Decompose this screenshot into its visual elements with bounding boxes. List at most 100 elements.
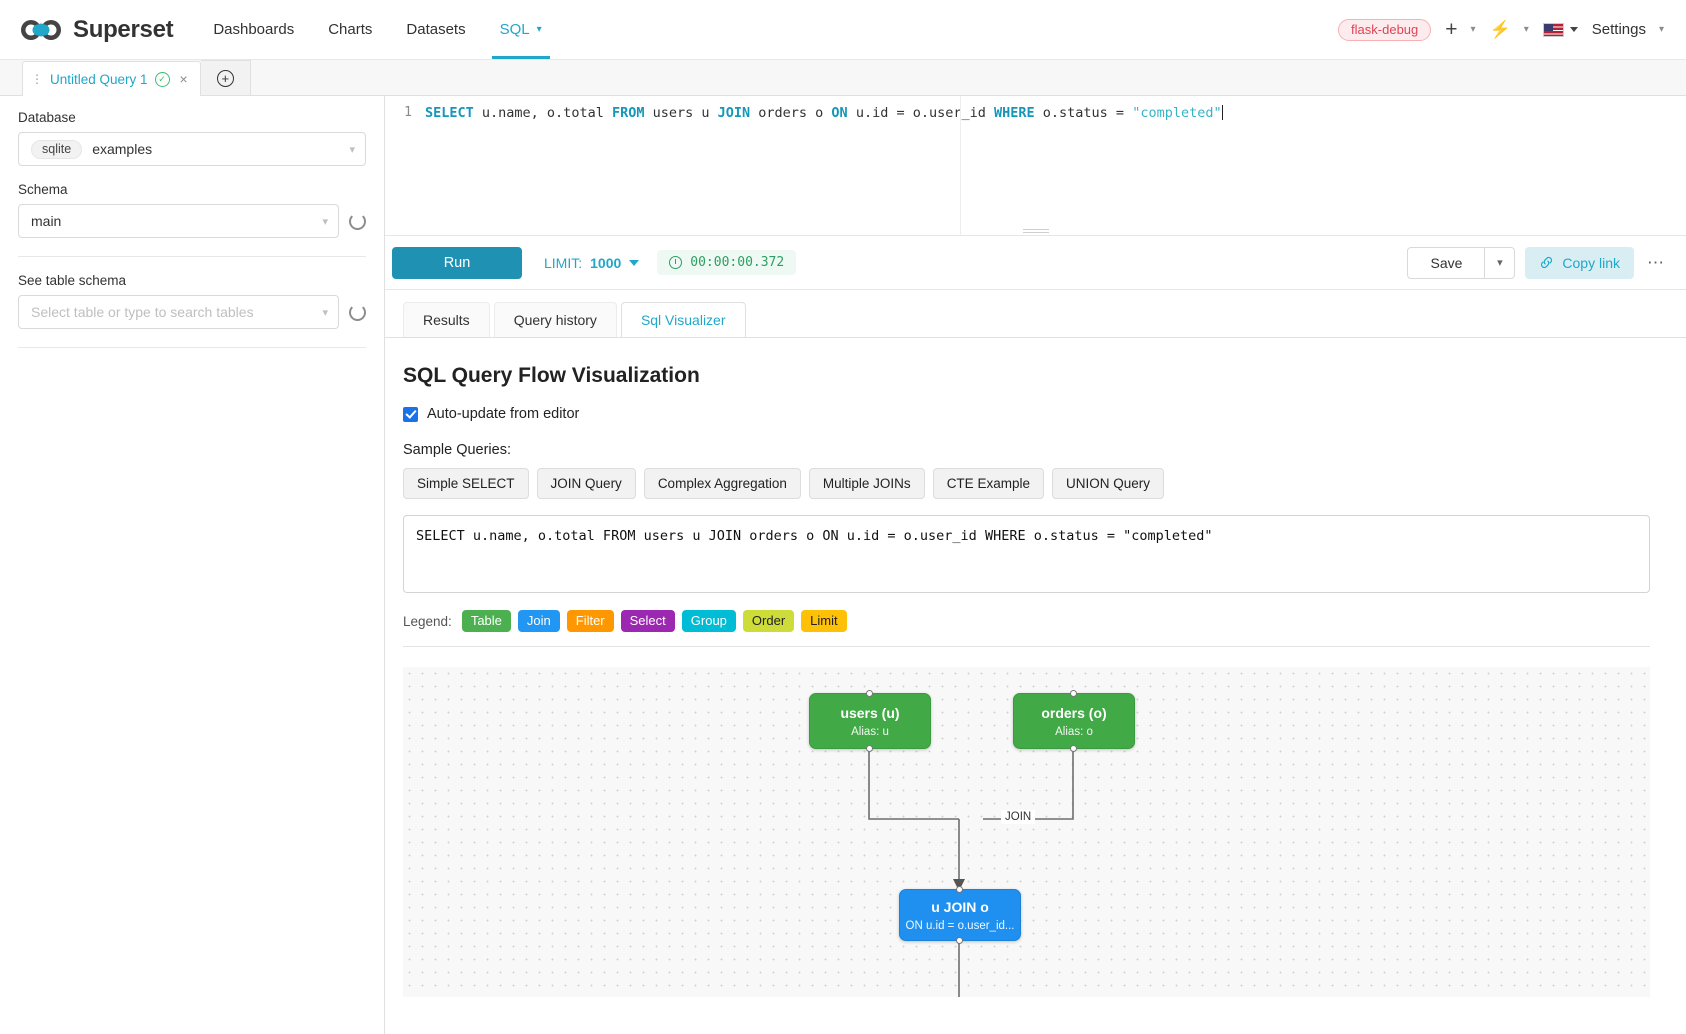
link-icon: [1541, 256, 1553, 269]
editor-resize-handle[interactable]: [1022, 229, 1049, 233]
sql-editor[interactable]: 1 SELECT u.name, o.total FROM users u JO…: [385, 96, 1686, 236]
close-icon[interactable]: ×: [179, 71, 188, 87]
sample-queries-label: Sample Queries:: [403, 442, 511, 458]
editor-code[interactable]: SELECT u.name, o.total FROM users u JOIN…: [419, 96, 1686, 235]
refresh-schema-icon[interactable]: [349, 212, 366, 230]
node-port-top: [1070, 690, 1077, 697]
chevron-down-icon: ▾: [1523, 24, 1529, 35]
table-schema-field: See table schema Select table or type to…: [18, 273, 366, 329]
chevron-down-icon: ▾: [349, 143, 355, 156]
graph-node-users[interactable]: users (u) Alias: u: [809, 690, 931, 752]
language-picker[interactable]: [1542, 22, 1578, 37]
auto-update-row: Auto-update from editor: [403, 406, 1650, 422]
query-tab-label: Untitled Query 1: [50, 71, 148, 87]
chevron-down-icon: ▾: [322, 306, 328, 319]
copy-link-button[interactable]: Copy link: [1525, 246, 1634, 279]
auto-update-label: Auto-update from editor: [427, 406, 580, 422]
bolt-icon: ⚡: [1489, 20, 1511, 39]
sample-query-buttons: Simple SELECT JOIN Query Complex Aggrega…: [403, 468, 1650, 499]
result-tabs: Results Query history Sql Visualizer: [385, 290, 1686, 338]
sample-button-complex-aggregation[interactable]: Complex Aggregation: [643, 468, 801, 499]
legend-chip-select: Select: [620, 610, 675, 632]
legend-chip-table: Table: [461, 610, 511, 632]
nav-link-dashboards[interactable]: Dashboards: [213, 0, 294, 59]
drag-dots-icon[interactable]: ⋮: [31, 72, 43, 86]
sample-button-cte-example[interactable]: CTE Example: [932, 468, 1044, 499]
graph-node-join[interactable]: u JOIN o ON u.id = o.user_id...: [899, 886, 1021, 944]
chevron-down-icon: ▾: [322, 215, 328, 228]
main-split: Database sqlite examples ▾ Schema main ▾…: [0, 96, 1686, 1034]
right-editor-panel: 1 SELECT u.name, o.total FROM users u JO…: [385, 96, 1686, 1034]
graph-node-orders[interactable]: orders (o) Alias: o: [1013, 690, 1135, 752]
node-subtitle: Alias: o: [1055, 725, 1093, 738]
chevron-down-icon: ▾: [536, 24, 542, 35]
node-port-bottom: [956, 937, 963, 944]
nav-label: Dashboards: [213, 21, 295, 38]
settings-label: Settings: [1591, 21, 1646, 38]
schema-field: Schema main ▾: [18, 182, 366, 238]
sample-button-join-query[interactable]: JOIN Query: [536, 468, 636, 499]
save-dropdown-button[interactable]: ▾: [1485, 246, 1516, 279]
sql-token: orders o: [750, 105, 832, 121]
database-select[interactable]: sqlite examples ▾: [18, 132, 366, 166]
editor-wrap-guide: [960, 96, 961, 235]
auto-update-checkbox[interactable]: [403, 406, 418, 422]
limit-value: 1000: [590, 254, 622, 271]
node-title: u JOIN o: [931, 898, 989, 915]
more-options-icon[interactable]: ⋯: [1647, 252, 1665, 272]
nav-link-sql[interactable]: SQL ▾: [491, 0, 550, 59]
database-engine-chip: sqlite: [31, 139, 83, 159]
panel-divider-2: [18, 347, 366, 348]
schema-label: Schema: [18, 182, 68, 197]
main-nav: Dashboards Charts Datasets SQL ▾: [213, 0, 550, 59]
sql-token: SELECT: [425, 105, 474, 121]
tab-results[interactable]: Results: [403, 302, 490, 338]
infinity-logo-icon: [21, 19, 61, 40]
sql-input-textarea[interactable]: [403, 515, 1650, 593]
node-port-bottom: [1070, 745, 1077, 752]
schema-select[interactable]: main ▾: [18, 204, 339, 238]
node-subtitle: ON u.id = o.user_id...: [905, 919, 1015, 932]
tabs-underline: [385, 337, 1686, 338]
superset-logo[interactable]: Superset: [18, 16, 174, 44]
settings-menu[interactable]: Settings ▾: [1592, 21, 1664, 38]
refresh-tables-icon[interactable]: [349, 303, 366, 321]
clock-icon: [669, 256, 683, 269]
plus-icon: +: [1445, 18, 1458, 41]
sql-token: "completed": [1132, 105, 1222, 121]
page-title: SQL Query Flow Visualization: [403, 364, 700, 387]
new-query-tab-button[interactable]: +: [200, 60, 251, 95]
sample-button-union-query[interactable]: UNION Query: [1051, 468, 1164, 499]
sample-button-simple-select[interactable]: Simple SELECT: [403, 468, 529, 499]
sql-token: JOIN: [717, 105, 751, 121]
table-select[interactable]: Select table or type to search tables ▾: [18, 295, 339, 329]
sql-token: WHERE: [994, 105, 1035, 121]
legend-chip-filter: Filter: [566, 610, 614, 632]
tab-sql-visualizer[interactable]: Sql Visualizer: [620, 302, 746, 338]
sample-button-multiple-joins[interactable]: Multiple JOINs: [808, 468, 925, 499]
tab-query-history[interactable]: Query history: [493, 302, 617, 338]
nav-label: SQL: [499, 21, 530, 38]
new-menu-button[interactable]: + ▾: [1445, 19, 1475, 40]
us-flag-icon: [1542, 22, 1564, 37]
bolt-menu-button[interactable]: ⚡ ▾: [1490, 21, 1529, 38]
schema-value: main: [31, 213, 62, 229]
table-schema-label: See table schema: [18, 273, 127, 288]
timer-value: 00:00:00.372: [690, 255, 785, 270]
database-value: examples: [92, 141, 153, 157]
query-tab-untitled-query-1[interactable]: ⋮ Untitled Query 1 ✓ ×: [22, 61, 201, 96]
limit-dropdown[interactable]: LIMIT: 1000: [544, 254, 640, 271]
save-button[interactable]: Save: [1407, 246, 1486, 279]
database-label: Database: [18, 110, 76, 125]
top-navbar: Superset Dashboards Charts Datasets SQL …: [0, 0, 1686, 60]
nav-link-datasets[interactable]: Datasets: [406, 0, 465, 59]
flask-debug-badge[interactable]: flask-debug: [1338, 18, 1432, 41]
nav-link-charts[interactable]: Charts: [328, 0, 372, 59]
node-port-top: [866, 690, 873, 697]
legend-chip-limit: Limit: [801, 610, 847, 632]
run-button[interactable]: Run: [392, 246, 522, 279]
chevron-down-icon: ▾: [1658, 24, 1664, 35]
node-port-top: [956, 886, 963, 893]
plus-circle-icon: +: [216, 69, 234, 87]
query-flow-graph[interactable]: users (u) Alias: u orders (o) Alias: o J…: [403, 667, 1650, 997]
